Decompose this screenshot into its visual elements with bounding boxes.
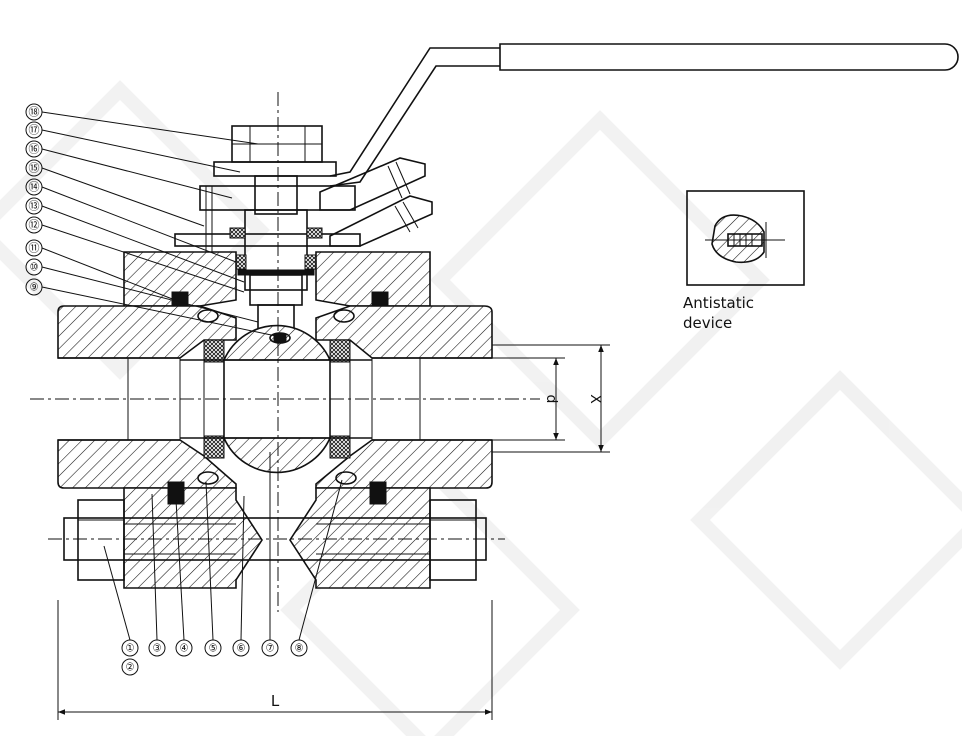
callout-6: ⑥ [232, 639, 250, 657]
svg-text:⑧: ⑧ [295, 642, 304, 655]
stem-nut [213, 125, 337, 177]
svg-text:⑮: ⑮ [29, 162, 40, 175]
callout-8: ⑧ [290, 639, 308, 657]
svg-text:⑬: ⑬ [29, 200, 40, 213]
antistatic-inset [686, 190, 805, 286]
svg-text:⑤: ⑤ [209, 642, 218, 655]
svg-text:⑥: ⑥ [237, 642, 246, 655]
callout-1: ① [121, 639, 139, 657]
top-callout-leaders [41, 111, 277, 337]
callout-10: ⑩ [25, 258, 43, 276]
svg-text:⑱: ⑱ [29, 106, 40, 119]
svg-text:④: ④ [180, 642, 189, 655]
callout-9: ⑨ [25, 278, 43, 296]
bottom-callout-leaders [103, 452, 343, 641]
antistatic-label-line2: device [683, 314, 732, 332]
callout-5: ⑤ [204, 639, 222, 657]
svg-text:⑫: ⑫ [29, 219, 40, 232]
callout-11: ⑪ [25, 239, 43, 257]
svg-text:⑰: ⑰ [29, 124, 40, 137]
callout-18: ⑱ [25, 103, 43, 121]
dimension-lines [57, 344, 610, 720]
callout-4: ④ [175, 639, 193, 657]
valve-body [57, 305, 493, 589]
svg-text:⑪: ⑪ [29, 242, 40, 255]
callout-14: ⑭ [25, 178, 43, 196]
stem-assembly [174, 175, 361, 344]
svg-text:①: ① [126, 642, 135, 655]
callout-17: ⑰ [25, 121, 43, 139]
bottom-callouts: ① ② ③ ④ ⑤ ⑥ ⑦ ⑧ [121, 639, 308, 676]
dimension-d-label: d [543, 395, 559, 404]
callout-12: ⑫ [25, 216, 43, 234]
antistatic-label-line1: Antistatic [683, 294, 754, 312]
callout-2: ② [121, 658, 139, 676]
svg-text:⑯: ⑯ [29, 143, 40, 156]
dimension-x-label: X [587, 394, 603, 404]
callout-16: ⑯ [25, 140, 43, 158]
callout-15: ⑮ [25, 159, 43, 177]
callout-13: ⑬ [25, 197, 43, 215]
svg-text:⑩: ⑩ [30, 261, 39, 274]
callout-3: ③ [148, 639, 166, 657]
bolts [63, 499, 487, 581]
bonnet [123, 251, 431, 309]
top-callouts: ⑱ ⑰ ⑯ ⑮ ⑭ ⑬ ⑫ ⑪ ⑩ ⑨ [25, 103, 43, 296]
centre-lines [30, 92, 540, 612]
svg-text:⑨: ⑨ [30, 281, 39, 294]
watermark [0, 80, 962, 736]
svg-text:⑭: ⑭ [29, 181, 40, 194]
dimension-l-label: L [271, 692, 280, 710]
ball [180, 324, 372, 474]
svg-text:②: ② [126, 661, 135, 674]
svg-text:⑦: ⑦ [266, 642, 275, 655]
callout-7: ⑦ [261, 639, 279, 657]
handle-lever [329, 43, 959, 187]
svg-text:③: ③ [153, 642, 162, 655]
